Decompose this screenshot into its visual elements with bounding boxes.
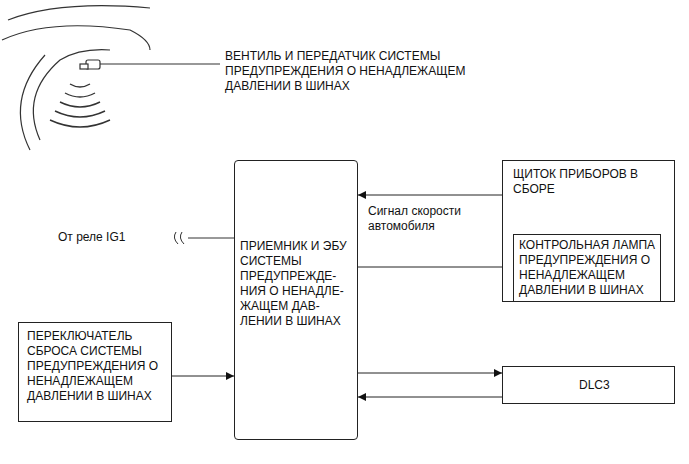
component-box: ЩИТОК ПРИБОРОВ В СБОРЕ КОНТРОЛЬНАЯ ЛАМПА … xyxy=(502,160,675,302)
edge-label: Сигнал скорости автомобиля xyxy=(368,204,492,234)
radio-waves xyxy=(50,84,110,127)
component-box: DLC3 xyxy=(502,366,675,404)
component-box: ПЕРЕКЛЮЧАТЕЛЬ СБРОСА СИСТЕМЫ ПРЕДУПРЕЖДЕ… xyxy=(18,322,172,422)
box-text: ПЕРЕКЛЮЧАТЕЛЬ СБРОСА СИСТЕМЫ ПРЕДУПРЕЖДЕ… xyxy=(27,329,165,404)
box-text: ЩИТОК ПРИБОРОВ В СБОРЕ xyxy=(513,167,668,197)
lamp-box: КОНТРОЛЬНАЯ ЛАМПА ПРЕДУПРЕЖДЕНИЯ О НЕНАД… xyxy=(513,234,661,302)
signal-arrow xyxy=(358,267,513,268)
signal-label: От реле IG1 xyxy=(58,230,125,245)
box-text: ПРИЕМНИК И ЭБУ СИСТЕМЫ ПРЕДУПРЕЖДЕ- НИЯ … xyxy=(240,239,353,329)
component-box: ПРИЕМНИК И ЭБУ СИСТЕМЫ ПРЕДУПРЕЖДЕ- НИЯ … xyxy=(234,160,358,440)
box-text: DLC3 xyxy=(579,378,668,393)
box-text: КОНТРОЛЬНАЯ ЛАМПА ПРЕДУПРЕЖДЕНИЯ О НЕНАД… xyxy=(519,238,656,298)
signal-arrow xyxy=(172,376,234,377)
valve-transmitter xyxy=(80,60,220,69)
signal-arrow xyxy=(358,195,502,196)
ig1-wire xyxy=(174,232,234,244)
tire-outline xyxy=(2,6,150,150)
signal-arrow xyxy=(358,397,502,398)
signal-arrow xyxy=(358,373,502,374)
part-label: ВЕНТИЛЬ И ПЕРЕДАТЧИК СИСТЕМЫ ПРЕДУПРЕЖДЕ… xyxy=(225,49,495,94)
